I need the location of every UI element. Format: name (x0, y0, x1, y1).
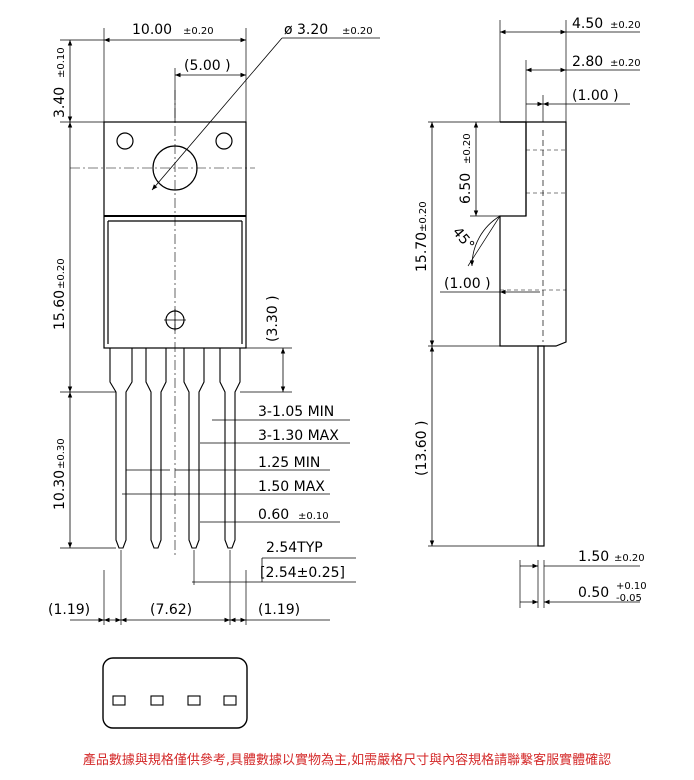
side-lead (537, 345, 545, 547)
tab-thickness-label: 2.80 (572, 54, 603, 70)
lead-length-tol: ±0.30 (56, 438, 67, 469)
lead-thickness-tol-minus: -0.05 (616, 593, 642, 604)
mounting-hole-right (215, 132, 233, 150)
hole-spacing-label: (5.00 ) (184, 58, 231, 74)
lead2-max-label: 1.50 MAX (258, 479, 325, 495)
lead-width-max-label: 3-1.30 MAX (258, 428, 339, 444)
lead-offset-label: 1.50 (578, 549, 609, 565)
lead2-min-label: 1.25 MIN (258, 455, 320, 471)
body-height-tol: ±0.20 (56, 258, 67, 289)
span-label: (7.62) (150, 602, 192, 618)
disclaimer-note: 產品數據與規格僅供參考,具體數據以實物為主,如需嚴格尺寸與內容規格請聯繫客服實體… (83, 752, 611, 768)
lead-length-label: 10.30 (52, 470, 68, 510)
body-height-label: 15.60 (52, 290, 68, 330)
front-leads (109, 348, 241, 549)
shoulder-label: (3.30 ) (265, 295, 281, 342)
side-lead-length-label: (13.60 ) (414, 421, 430, 476)
tab-depth-label: 6.50 (458, 173, 474, 204)
side-height-label: 15.70 (414, 232, 430, 272)
tab-depth-tol: ±0.20 (462, 133, 473, 164)
mounting-hole-left (116, 132, 134, 150)
pitch-label: 2.54TYP (266, 540, 323, 556)
lead-offset-tol: ±0.20 (614, 553, 645, 564)
bottom-view (102, 657, 248, 729)
side-height-tol: ±0.20 (418, 201, 429, 232)
width-label: 10.00 (132, 22, 172, 38)
bottom-body-outline (102, 657, 248, 729)
pitch-tol-label: [2.54±0.25] (260, 565, 345, 581)
front-dimension-labels: 10.00 ±0.20 (5.00 ) ø 3.20 ±0.20 3.40 ±0… (48, 22, 373, 618)
lead-thickness-label: 0.50 (578, 585, 609, 601)
hole-diameter-tol: ±0.20 (342, 26, 373, 37)
tab-height-tol: ±0.10 (56, 47, 67, 78)
width-tol: ±0.20 (183, 26, 214, 37)
edge-left-label: (1.19) (48, 602, 90, 618)
tab-step-label: (1.00 ) (572, 88, 619, 104)
body-step-label: (1.00 ) (444, 276, 491, 292)
tab-height-label: 3.40 (52, 87, 68, 118)
edge-right-label: (1.19) (258, 602, 300, 618)
lead-width-min-label: 3-1.05 MIN (258, 404, 334, 420)
side-body-outline (499, 121, 567, 347)
lead-tip-tol: ±0.10 (298, 511, 329, 522)
front-view (60, 28, 292, 625)
tab-thickness-tol: ±0.20 (610, 58, 641, 69)
chamfer-angle-label: 45° (449, 224, 477, 253)
thickness-tol: ±0.20 (610, 20, 641, 31)
thickness-label: 4.50 (572, 16, 603, 32)
lead-thickness-tol-plus: +0.10 (616, 581, 647, 592)
lead-tip-label: 0.60 (258, 507, 289, 523)
side-view (428, 20, 567, 608)
hole-diameter-label: ø 3.20 (284, 22, 328, 38)
